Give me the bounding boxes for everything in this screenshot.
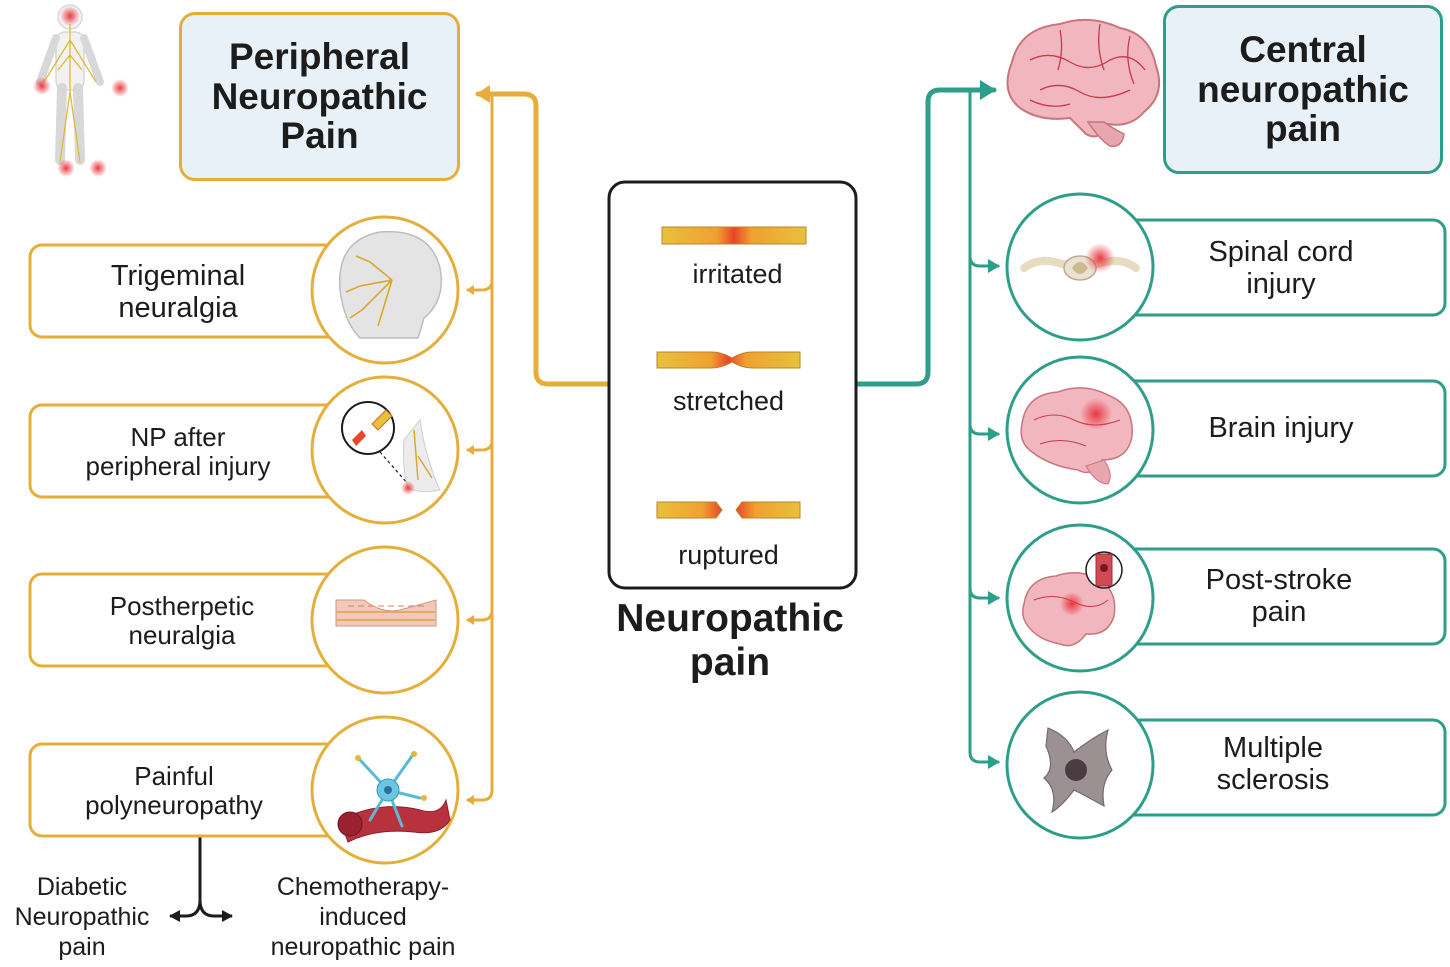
postherpetic-label-line: Postherpetic — [109, 590, 255, 621]
diabetic-np-label-line: Diabetic — [36, 873, 128, 901]
cut-nerve-icon — [341, 401, 441, 495]
central-title-line: Central — [1239, 28, 1367, 70]
center-title-line: Neuropathic — [616, 597, 844, 641]
diabetic-np-label-line: pain — [58, 933, 106, 961]
skull-nerves-icon — [338, 230, 442, 339]
nerve-stretched-icon — [656, 351, 801, 369]
ms-label-line: sclerosis — [1216, 764, 1330, 796]
nerve-irritated-icon — [661, 226, 807, 245]
peripheral-title-box: Peripheral Neuropathic Pain — [179, 12, 460, 181]
spinal-label-line: Spinal cord — [1208, 235, 1354, 268]
spinal-label: Spinal cord injury — [1156, 226, 1406, 310]
central-title-box: Central neuropathic pain — [1163, 5, 1443, 174]
lesion-icon — [1043, 727, 1113, 814]
trigeminal-label-line: neuralgia — [118, 292, 238, 324]
polyneuropathy-label: Painful polyneuropathy — [34, 749, 314, 833]
post-stroke-label: Post-stroke pain — [1154, 554, 1404, 638]
trigeminal-label-line: Trigeminal — [110, 259, 246, 292]
np-injury-label: NP after peripheral injury — [34, 410, 322, 494]
ms-label: Multiple sclerosis — [1148, 722, 1398, 806]
skin-layer-icon — [335, 599, 437, 627]
postherpetic-label-line: neuralgia — [128, 620, 236, 650]
center-title-line: pain — [689, 641, 771, 684]
spinal-label-line: injury — [1246, 268, 1316, 300]
central-connectors — [855, 80, 1000, 769]
chemo-np-label-line: induced — [319, 903, 407, 931]
stroke-brain-icon — [1021, 551, 1123, 647]
peripheral-connectors — [466, 85, 612, 805]
np-injury-circle — [310, 375, 460, 525]
trigeminal-label: Trigeminal neuralgia — [34, 250, 322, 334]
diabetic-np-label: Diabetic Neuropathic pain — [0, 870, 164, 964]
chemo-np-label: Chemotherapy- induced neuropathic pain — [240, 870, 486, 964]
chemo-np-label-line: Chemotherapy- — [276, 873, 450, 901]
polyneuropathy-label-line: Painful — [134, 760, 214, 791]
brain-injury-label: Brain injury — [1156, 386, 1406, 470]
human-body-icon — [33, 4, 129, 177]
post-stroke-label-line: Post-stroke — [1205, 563, 1353, 596]
polyneuropathy-label-line: polyneuropathy — [85, 790, 263, 820]
chemo-np-label-line: neuropathic pain — [270, 933, 456, 961]
neuron-vessel-icon — [337, 751, 451, 843]
peripheral-title-line: Peripheral — [229, 35, 410, 77]
np-injury-label-line: NP after — [130, 421, 226, 452]
center-title: Neuropathic pain — [570, 594, 890, 688]
nerve-ruptured-icon — [656, 501, 801, 519]
post-stroke-label-line: pain — [1251, 596, 1307, 628]
np-injury-label-line: peripheral injury — [85, 451, 271, 481]
brain-icon — [1006, 18, 1160, 147]
central-title-line: neuropathic — [1197, 68, 1409, 110]
brain-injury-label-line: Brain injury — [1208, 411, 1354, 444]
state-irritated-label: irritated — [692, 258, 783, 289]
ms-label-line: Multiple — [1223, 731, 1323, 764]
spinal-cord-icon — [1020, 243, 1140, 281]
state-stretched-label: stretched — [672, 385, 785, 416]
brain-injury-icon — [1020, 387, 1133, 485]
state-ruptured-label: ruptured — [678, 539, 779, 570]
central-title-line: pain — [1264, 108, 1342, 150]
polyneuropathy-split-arrow — [169, 836, 233, 922]
postherpetic-label: Postherpetic neuralgia — [34, 579, 330, 663]
peripheral-title-line: Neuropathic — [211, 75, 428, 117]
nerve-states-box — [607, 180, 858, 590]
diabetic-np-label-line: Neuropathic — [14, 903, 150, 931]
peripheral-title-line: Pain — [280, 115, 359, 157]
